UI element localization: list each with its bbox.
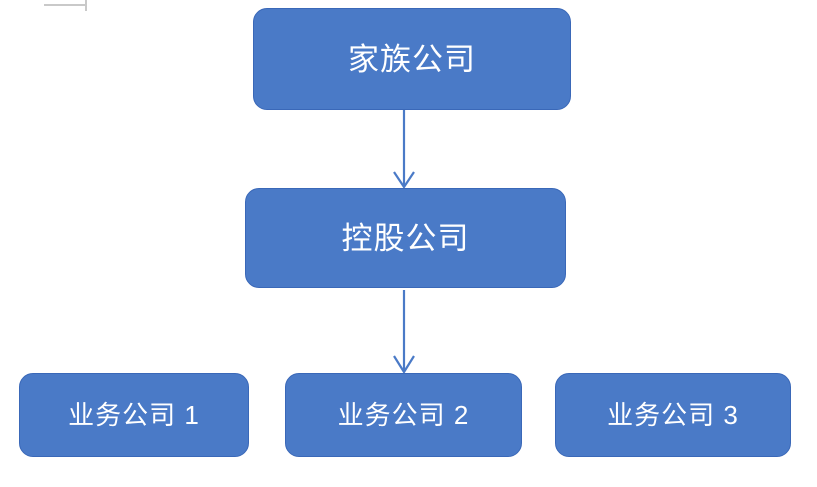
node-business-company-1[interactable]: 业务公司 1	[19, 373, 249, 457]
arrow-holding-to-business	[393, 290, 415, 375]
arrow-family-to-holding	[393, 110, 415, 189]
ruler-tick-artifact	[85, 0, 87, 11]
node-business-company-3-label: 业务公司 3	[607, 400, 739, 430]
node-business-company-1-label: 业务公司 1	[68, 400, 200, 430]
ruler-line-artifact	[44, 4, 87, 6]
node-business-company-2-label: 业务公司 2	[337, 400, 470, 430]
node-business-company-2[interactable]: 业务公司 2	[285, 373, 522, 457]
node-family-company[interactable]: 家族公司	[253, 8, 571, 110]
node-business-company-3[interactable]: 业务公司 3	[555, 373, 791, 457]
node-family-company-label: 家族公司	[348, 41, 476, 77]
node-holding-company-label: 控股公司	[341, 220, 470, 256]
node-holding-company[interactable]: 控股公司	[245, 188, 566, 288]
